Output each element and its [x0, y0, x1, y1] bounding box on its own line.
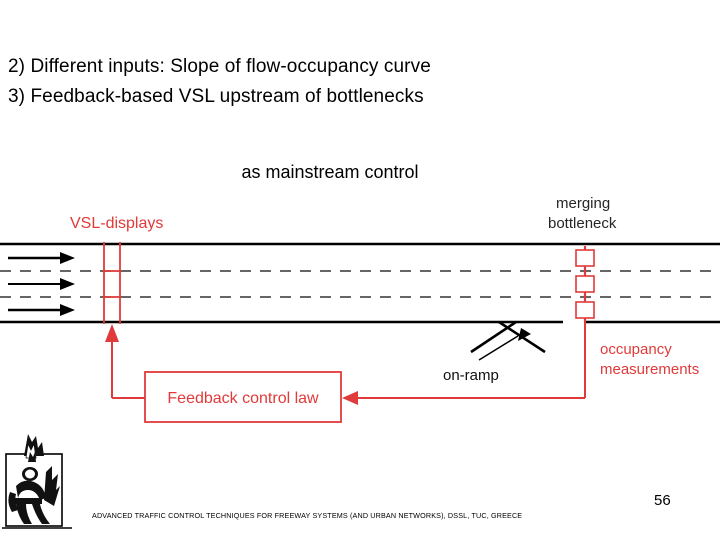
feedback-control-law-box: Feedback control law — [144, 371, 342, 423]
on-ramp-arrow — [478, 328, 531, 361]
detector-box-3 — [575, 301, 595, 319]
bullet-list: 2) Different inputs: Slope of flow-occup… — [8, 52, 708, 112]
merging-bottleneck-label-line2: bottleneck — [548, 215, 617, 232]
bullet-item-2: 2) Different inputs: Slope of flow-occup… — [8, 56, 431, 77]
vsl-display-gantry — [103, 242, 121, 324]
slide-subtitle: as mainstream control — [241, 162, 419, 182]
flow-arrow-lane-3 — [8, 304, 75, 316]
detector-box-1 — [575, 249, 595, 267]
vsl-control-diagram: VSL-displays merging bottleneck on-ramp … — [0, 190, 720, 430]
merging-bottleneck-label-line1: merging — [556, 195, 610, 212]
on-ramp-geometry — [470, 320, 546, 354]
page-number: 56 — [654, 492, 671, 509]
bullet-item-3: 3) Feedback-based VSL upstream of bottle… — [8, 86, 424, 107]
control-command-path — [105, 324, 145, 399]
occupancy-measurements-label-line1: occupancy — [600, 341, 672, 358]
footer-course-title: ADVANCED TRAFFIC CONTROL TECHNIQUES FOR … — [92, 511, 523, 520]
on-ramp-label: on-ramp — [443, 367, 499, 384]
occupancy-measurements-label-line2: measurements — [600, 361, 699, 378]
vsl-displays-label: VSL-displays — [70, 215, 163, 232]
occupancy-detectors — [575, 246, 595, 322]
flow-arrow-lane-2 — [8, 278, 75, 290]
detector-box-2 — [575, 275, 595, 293]
flow-arrow-lane-1 — [8, 252, 75, 264]
tuc-logo — [2, 432, 78, 532]
feedback-control-law-label: Feedback control law — [167, 390, 319, 407]
measurement-feedback-path — [342, 322, 586, 405]
